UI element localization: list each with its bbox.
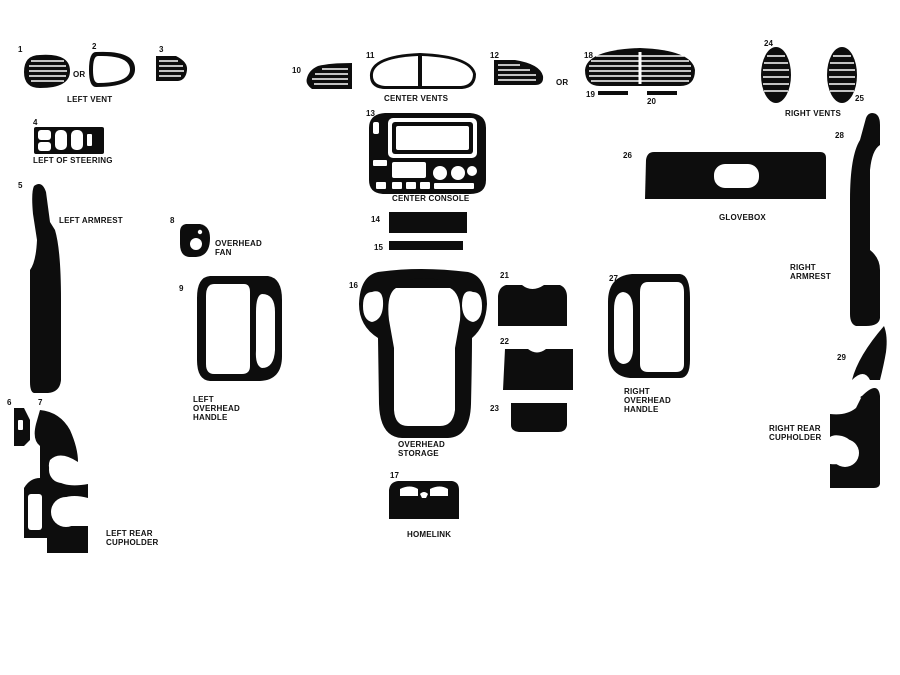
part-number-10: 10 (292, 66, 301, 75)
label-overhead-storage-line1: OVERHEAD (398, 440, 445, 449)
label-right-armrest-line1: RIGHT (790, 263, 816, 272)
part-number-13: 13 (366, 109, 375, 118)
label-glovebox: GLOVEBOX (719, 213, 766, 222)
part-25-right-vent: 25 (827, 47, 864, 103)
part-12-center-vent-right: 12 (490, 51, 544, 85)
part-number-1: 1 (18, 45, 23, 54)
part-number-15: 15 (374, 243, 383, 252)
part-2-left-vent-alt: 2 (89, 42, 136, 87)
part-11-center-vents: 11 (366, 51, 476, 89)
label-left-cupholder-line1: LEFT REAR (106, 529, 153, 538)
part-14-console-strip: 14 (371, 212, 467, 233)
part-24-right-vent: 24 (761, 39, 791, 103)
part-number-24: 24 (764, 39, 773, 48)
label-right-handle-line2: OVERHEAD (624, 396, 671, 405)
part-10-center-vent-left: 10 (292, 63, 352, 89)
label-right-handle-line3: HANDLE (624, 405, 659, 414)
part-19-trim-strip: 19 (586, 90, 628, 99)
part-1-left-vent: 1 (18, 45, 70, 88)
label-left-handle-line1: LEFT (193, 395, 214, 404)
part-number-7: 7 (38, 398, 43, 407)
label-left-armrest: LEFT ARMREST (59, 216, 123, 225)
part-number-19: 19 (586, 90, 595, 99)
part-26-glovebox: 26 (623, 151, 826, 199)
part-number-22: 22 (500, 337, 509, 346)
part-15-console-strip: 15 (374, 241, 463, 252)
part-23-storage-tray: 23 (490, 403, 567, 432)
part-number-28: 28 (835, 131, 844, 140)
label-right-handle-line1: RIGHT (624, 387, 650, 396)
part-30-right-rear-cupholder: 30 (830, 388, 880, 488)
part-20-trim-strip: 20 (647, 91, 677, 106)
part-8-overhead-fan: 8 (170, 216, 210, 257)
part-6-left-rear-trim: 6 (7, 398, 30, 446)
label-overhead-fan-line1: OVERHEAD (215, 239, 262, 248)
part-number-14: 14 (371, 215, 380, 224)
label-right-vents: RIGHT VENTS (785, 109, 841, 118)
part-number-5: 5 (18, 181, 23, 190)
part-number-17: 17 (390, 471, 399, 480)
or-connector-1: OR (73, 70, 85, 79)
label-homelink: HOMELINK (407, 530, 451, 539)
label-left-of-steering: LEFT OF STEERING (33, 156, 113, 165)
part-number-26: 26 (623, 151, 632, 160)
label-left-cupholder-line2: CUPHOLDER (106, 538, 158, 547)
part-number-2: 2 (92, 42, 97, 51)
or-connector-2: OR (556, 78, 568, 87)
part-number-12: 12 (490, 51, 499, 60)
label-right-cupholder-line2: CUPHOLDER (769, 433, 821, 442)
part-number-3: 3 (159, 45, 164, 54)
part-number-6: 6 (7, 398, 12, 407)
part-28-right-armrest: 28 (835, 113, 880, 326)
part-number-4: 4 (33, 118, 38, 127)
part-5-left-armrest: 5 (18, 181, 61, 393)
part-number-11: 11 (366, 51, 375, 60)
label-right-armrest-line2: ARMREST (790, 272, 831, 281)
part-number-20: 20 (647, 97, 656, 106)
part-4-left-of-steering: 4 (33, 118, 104, 154)
label-center-vents: CENTER VENTS (384, 94, 449, 103)
label-right-cupholder-line1: RIGHT REAR (769, 424, 821, 433)
part-number-29: 29 (837, 353, 846, 362)
part-27-right-overhead-handle: 27 (608, 274, 690, 378)
part-7-left-rear-cupholder: 7 (24, 398, 88, 553)
part-number-23: 23 (490, 404, 499, 413)
part-number-8: 8 (170, 216, 175, 225)
label-left-handle-line2: OVERHEAD (193, 404, 240, 413)
part-21-storage-lid: 21 (498, 271, 567, 326)
label-center-console: CENTER CONSOLE (392, 194, 470, 203)
part-22-storage-panel: 22 (500, 337, 573, 390)
label-overhead-storage-line2: STORAGE (398, 449, 439, 458)
part-number-18: 18 (584, 51, 593, 60)
part-number-21: 21 (500, 271, 509, 280)
label-left-vent: LEFT VENT (67, 95, 112, 104)
part-number-27: 27 (609, 274, 618, 283)
part-18-center-vent-alt: 18 (584, 48, 695, 86)
part-13-center-console: 13 (366, 109, 486, 194)
part-3-left-vent-small: 3 (156, 45, 188, 81)
part-16-overhead-storage: 16 (349, 269, 487, 438)
part-9-left-overhead-handle: 9 (179, 276, 282, 381)
label-overhead-fan-line2: FAN (215, 248, 232, 257)
part-number-16: 16 (349, 281, 358, 290)
part-number-9: 9 (179, 284, 184, 293)
label-left-handle-line3: HANDLE (193, 413, 228, 422)
part-29-right-rear-trim: 29 (837, 326, 887, 380)
part-17-homelink: 17 (389, 471, 459, 519)
part-number-25: 25 (855, 94, 864, 103)
